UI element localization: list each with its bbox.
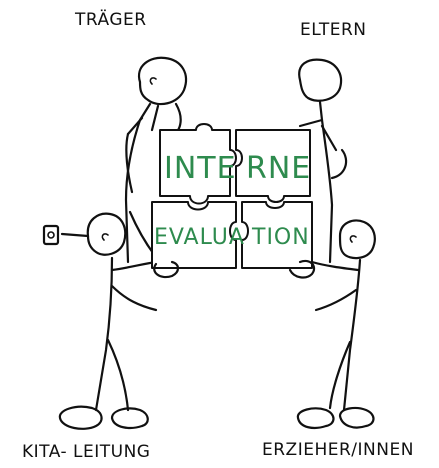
puzzle-piece-top-left	[159, 123, 237, 205]
puzzle-word1-left: INTE	[164, 151, 237, 186]
puzzle-word1-right: RNE	[246, 151, 311, 186]
figure-eltern	[298, 58, 348, 264]
puzzle-piece-bottom-right	[241, 201, 313, 269]
figure-kita-leitung	[42, 212, 158, 430]
label-erzieher-innen: ERZIEHER/INNEN	[262, 440, 414, 460]
puzzle-word2-right: TION	[251, 225, 310, 250]
puzzle-word2-left: EVALUA	[154, 225, 245, 250]
label-eltern: ELTERN	[300, 20, 367, 40]
hands	[153, 259, 316, 279]
figure-erzieher-innen	[296, 219, 376, 429]
label-kita-leitung: KITA- LEITUNG	[22, 442, 151, 462]
label-traeger: TRÄGER	[75, 10, 147, 30]
puzzle-piece-top-right	[235, 129, 311, 203]
puzzle-piece-bottom-left	[151, 201, 237, 269]
